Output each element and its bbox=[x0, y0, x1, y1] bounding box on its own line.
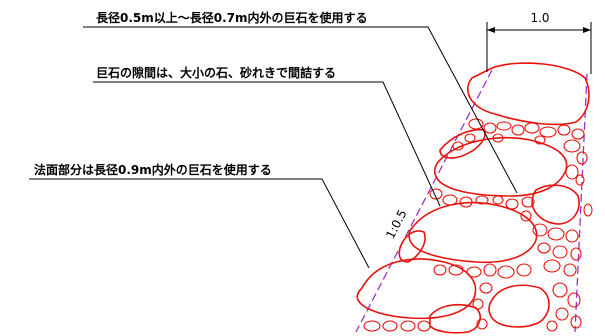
large-stones bbox=[356, 62, 590, 334]
leader-stone-size bbox=[83, 26, 518, 194]
fill-stone bbox=[552, 245, 568, 259]
fill-stone bbox=[570, 247, 582, 261]
fill-stone bbox=[575, 174, 585, 186]
fill-stone bbox=[516, 263, 532, 277]
large-stone bbox=[408, 201, 538, 264]
fill-stone bbox=[452, 141, 464, 151]
fill-stone bbox=[552, 282, 568, 298]
fill-stone bbox=[557, 124, 571, 136]
leader-lines bbox=[29, 26, 518, 269]
fill-stone bbox=[520, 210, 532, 222]
fill-stone bbox=[546, 320, 558, 332]
dimension-arrow-right bbox=[583, 27, 591, 33]
width-dimension bbox=[486, 22, 592, 74]
fill-stone bbox=[537, 242, 551, 254]
fill-stones bbox=[363, 118, 593, 332]
fill-stone bbox=[532, 223, 548, 237]
fill-stone bbox=[565, 229, 579, 243]
fill-stone bbox=[565, 164, 579, 180]
large-stone bbox=[467, 62, 590, 126]
fill-stone bbox=[382, 320, 398, 332]
fill-stone bbox=[433, 264, 447, 276]
fill-stone bbox=[543, 259, 561, 273]
large-stone bbox=[356, 258, 477, 320]
fill-stone bbox=[448, 264, 464, 276]
width-dimension-label: 1.0 bbox=[530, 11, 549, 25]
fill-stone bbox=[521, 196, 535, 208]
large-stone bbox=[433, 137, 568, 197]
label-face-stone: 法面部分は長径0.9m内外の巨石を使用する bbox=[34, 162, 272, 177]
fill-stone bbox=[555, 307, 569, 321]
fill-stone bbox=[534, 135, 546, 145]
leader-face-stone bbox=[29, 178, 370, 269]
fill-stone bbox=[459, 196, 473, 208]
fill-stone bbox=[570, 315, 582, 329]
back-face-guide bbox=[574, 73, 588, 333]
fill-stone bbox=[505, 198, 519, 210]
front-slope-guide bbox=[355, 69, 493, 333]
large-stone bbox=[398, 230, 426, 263]
fill-stone bbox=[442, 194, 458, 206]
fill-stone bbox=[475, 195, 489, 205]
large-stone bbox=[488, 284, 550, 328]
label-stone-size: 長径0.5m以上～長径0.7m内外の巨石を使用する bbox=[96, 10, 368, 25]
fill-stone bbox=[429, 188, 443, 200]
dimension-arrow-left bbox=[487, 27, 495, 33]
fill-stone bbox=[583, 203, 593, 217]
fill-stone bbox=[563, 139, 581, 153]
fill-stone bbox=[496, 121, 512, 131]
fill-stone bbox=[524, 122, 540, 134]
fill-stone bbox=[492, 195, 504, 205]
fill-stone bbox=[563, 263, 577, 277]
fill-stone bbox=[567, 292, 581, 308]
fill-stone bbox=[576, 151, 588, 165]
large-stone bbox=[439, 128, 486, 159]
slope-guide-lines bbox=[355, 69, 588, 333]
fill-stone bbox=[483, 122, 497, 134]
fill-stone bbox=[547, 227, 565, 241]
fill-stone bbox=[417, 320, 431, 332]
fill-stone bbox=[497, 265, 515, 279]
fill-stone bbox=[472, 298, 484, 310]
fill-stone bbox=[511, 124, 525, 136]
fill-stone bbox=[466, 266, 482, 278]
label-gap-fill: 巨石の隙間は、大小の石、砂れきで間詰する bbox=[96, 65, 336, 80]
fill-stone bbox=[468, 118, 484, 130]
fill-stone bbox=[479, 282, 493, 294]
large-stone bbox=[531, 184, 580, 225]
leader-gap-fill bbox=[93, 81, 441, 207]
fill-stone bbox=[400, 320, 416, 332]
fill-stone bbox=[464, 133, 476, 143]
fill-stone bbox=[571, 128, 585, 140]
fill-stone bbox=[492, 133, 504, 143]
fill-stone bbox=[476, 318, 488, 330]
fill-stone bbox=[539, 126, 557, 138]
fill-stone bbox=[483, 263, 497, 277]
large-stone bbox=[429, 303, 481, 334]
fill-stone bbox=[363, 320, 381, 332]
